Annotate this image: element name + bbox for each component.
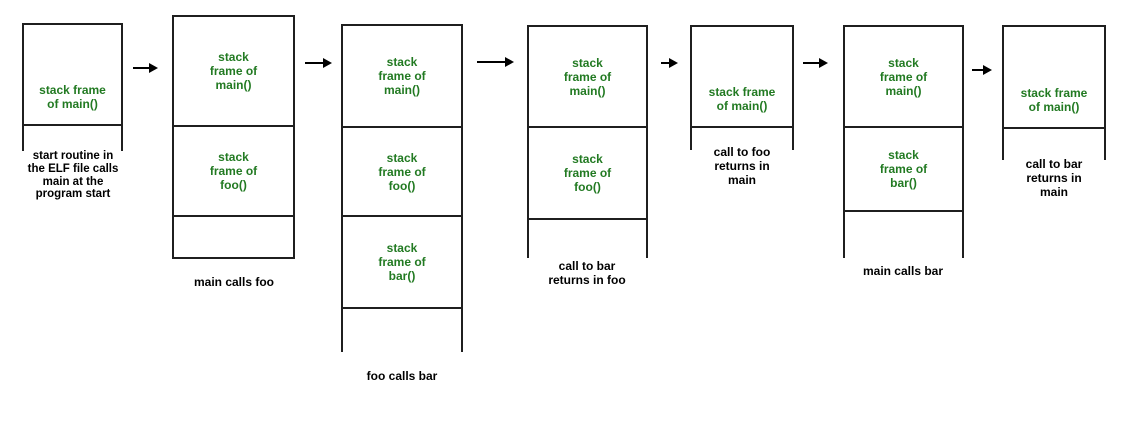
stack-frame-main: stack frame of main()	[692, 27, 792, 126]
empty-stack-slot	[343, 307, 461, 352]
stack-frame-main: stack frame of main()	[529, 27, 646, 126]
stack-frame-main: stack frame of main()	[174, 17, 293, 125]
stack-frame-main: stack frame of main()	[1004, 27, 1104, 127]
frame-label-foo: stack frame of foo()	[563, 152, 612, 194]
stack-frame-foo: stack frame of foo()	[343, 126, 461, 215]
caption-foo-calls-bar: foo calls bar	[366, 369, 438, 383]
caption-program-start: start routine in the ELF file calls main…	[27, 150, 119, 201]
empty-stack-slot	[174, 215, 293, 257]
stack-program-start: stack frame of main()	[22, 23, 123, 151]
frame-label-foo: stack frame of foo()	[378, 150, 426, 193]
stack-frame-main: stack frame of main()	[343, 26, 461, 126]
empty-stack-slot	[1004, 127, 1104, 160]
frame-label-main: stack frame of main()	[39, 83, 106, 111]
caption-foo-returns-in-main: call to foo returns in main	[713, 145, 771, 187]
caption-bar-returns-in-foo: call to bar returns in foo	[548, 259, 626, 287]
arrow-right-icon	[972, 63, 993, 77]
empty-stack-slot	[692, 126, 792, 150]
frame-label-main: stack frame of main()	[563, 55, 612, 98]
stack-frame-main: stack frame of main()	[24, 25, 121, 124]
frame-label-main: stack frame of main()	[1020, 86, 1088, 114]
stack-frame-foo: stack frame of foo()	[174, 125, 293, 215]
arrow-right-icon	[661, 56, 679, 70]
caption-bar-returns-in-main: call to bar returns in main	[1025, 157, 1083, 199]
caption-main-calls-foo: main calls foo	[193, 275, 275, 289]
stack-bar-returns-in-main: stack frame of main()	[1002, 25, 1106, 160]
stack-frame-bar: stack frame of bar()	[845, 126, 962, 210]
empty-stack-slot	[24, 124, 121, 151]
arrow-right-icon	[133, 61, 159, 75]
stack-foo-returns-in-main: stack frame of main()	[690, 25, 794, 150]
arrow-right-icon	[305, 56, 333, 70]
caption-main-calls-bar: main calls bar	[862, 264, 944, 278]
arrow-right-icon	[477, 55, 515, 69]
frame-label-foo: stack frame of foo()	[209, 150, 258, 192]
arrow-right-icon	[803, 56, 829, 70]
frame-label-main: stack frame of main()	[378, 55, 426, 97]
frame-label-main: stack frame of main()	[708, 85, 776, 113]
empty-stack-slot	[845, 210, 962, 258]
stack-main-calls-bar: stack frame of main() stack frame of bar…	[843, 25, 964, 258]
frame-label-bar: stack frame of bar()	[378, 241, 426, 283]
stack-foo-calls-bar: stack frame of main() stack frame of foo…	[341, 24, 463, 352]
frame-label-main: stack frame of main()	[209, 50, 258, 92]
stack-main-calls-foo: stack frame of main() stack frame of foo…	[172, 15, 295, 259]
stack-frame-bar: stack frame of bar()	[343, 215, 461, 307]
stack-bar-returns-in-foo: stack frame of main() stack frame of foo…	[527, 25, 648, 258]
stack-frame-main: stack frame of main()	[845, 27, 962, 126]
frame-label-bar: stack frame of bar()	[879, 148, 928, 190]
frame-label-main: stack frame of main()	[879, 55, 928, 98]
stack-frame-foo: stack frame of foo()	[529, 126, 646, 218]
empty-stack-slot	[529, 218, 646, 258]
